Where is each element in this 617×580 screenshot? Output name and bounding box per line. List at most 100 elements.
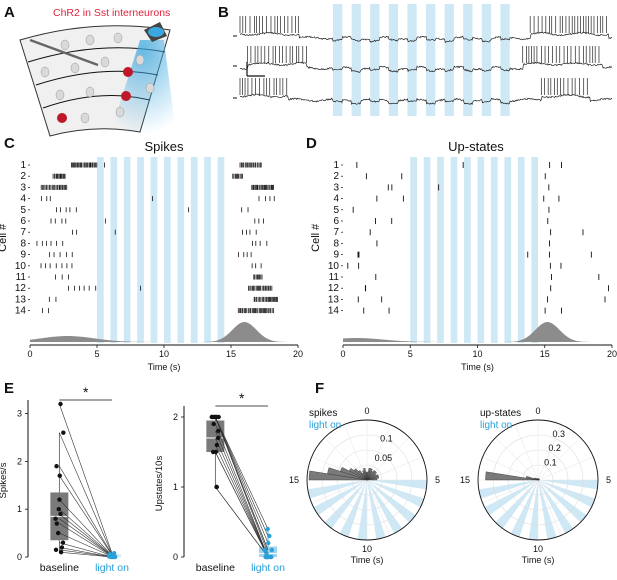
radial-tick-label: 0.1 — [380, 434, 393, 444]
cell-label: 7 — [333, 227, 339, 238]
cell-label: 13 — [328, 294, 340, 305]
x-tick-label: 20 — [607, 349, 617, 359]
light-on-point — [269, 555, 273, 559]
x-category-baseline: baseline — [40, 562, 79, 574]
y-tick-label: 2 — [173, 412, 178, 422]
baseline-point — [58, 402, 62, 406]
cell-label: 2 — [20, 171, 26, 182]
baseline-point — [54, 464, 58, 468]
cell-label: 10 — [328, 261, 340, 272]
cell-label: 3 — [333, 182, 339, 193]
cell-label: 2 — [333, 171, 339, 182]
paired-line — [215, 431, 268, 557]
baseline-point — [216, 429, 220, 433]
x-tick-label: 20 — [293, 349, 303, 359]
light-pulse — [464, 157, 471, 343]
cell-label: 10 — [15, 261, 27, 272]
theta-tick-label: 15 — [289, 475, 299, 485]
light-pulse — [370, 4, 379, 116]
cell-label: 6 — [333, 216, 339, 227]
cell-label: 9 — [20, 250, 26, 261]
baseline-point — [59, 550, 63, 554]
cell-label: 11 — [16, 272, 27, 283]
light-pulse — [177, 157, 184, 343]
cell-label: 3 — [20, 182, 26, 193]
cell-label: 6 — [20, 216, 26, 227]
light-pulse — [518, 157, 525, 343]
baseline-point — [53, 517, 57, 521]
x-tick-label: 10 — [159, 349, 169, 359]
light-pulse — [451, 157, 458, 343]
baseline-point — [56, 531, 60, 535]
light-on-point — [265, 527, 269, 531]
cell-label: 1 — [20, 160, 26, 171]
theta-tick-label: 0 — [364, 406, 369, 416]
light-pulse — [482, 4, 491, 116]
cell-label: 12 — [15, 283, 27, 294]
paired-line — [215, 417, 268, 543]
baseline-point — [54, 548, 58, 552]
legend-label: up-states — [480, 408, 521, 419]
panel-letter-a: A — [4, 4, 15, 21]
cell-label: 7 — [20, 227, 26, 238]
panel-letter-c: C — [4, 135, 15, 152]
theta-tick-label: 5 — [606, 475, 611, 485]
paired-line — [215, 417, 268, 554]
baseline-point — [58, 474, 62, 478]
significance-star: * — [83, 384, 89, 400]
light-on-point — [264, 555, 268, 559]
theta-axis-label: Time (s) — [522, 555, 555, 565]
cell-label: 5 — [20, 205, 26, 216]
cell-label: 14 — [328, 306, 340, 317]
legend-label-light: light on — [480, 420, 512, 431]
baseline-point — [58, 512, 62, 516]
panel-letter-b: B — [218, 4, 229, 21]
baseline-point — [214, 450, 218, 454]
light-pulse — [124, 157, 131, 343]
light-pulse — [352, 4, 361, 116]
radial-tick-label: 0.2 — [548, 443, 561, 453]
y-axis-label: Spikes/s — [0, 462, 9, 498]
baseline-point — [61, 430, 65, 434]
baseline-point — [55, 521, 59, 525]
light-pulse — [137, 157, 144, 343]
light-pulse — [478, 157, 485, 343]
paired-line — [59, 550, 112, 557]
y-axis-label: Cell # — [310, 223, 322, 252]
x-tick-label: 15 — [540, 349, 550, 359]
light-pulse — [531, 157, 538, 343]
significance-star: * — [239, 390, 245, 406]
y-tick-label: 3 — [17, 409, 22, 419]
theta-tick-label: 10 — [533, 544, 543, 554]
light-pulse — [164, 157, 171, 343]
baseline-point — [57, 497, 61, 501]
paired-line — [215, 424, 268, 557]
cell-label: 4 — [333, 194, 339, 205]
paired-line — [215, 417, 268, 529]
light-on-point — [270, 548, 274, 552]
legend-label-light: light on — [309, 420, 341, 431]
x-tick-label: 0 — [340, 349, 345, 359]
light-pulse — [445, 4, 454, 116]
baseline-point — [210, 415, 214, 419]
light-on-point — [111, 555, 115, 559]
x-tick-label: 5 — [94, 349, 99, 359]
paired-line — [215, 417, 268, 536]
baseline-point — [216, 415, 220, 419]
y-tick-label: 1 — [173, 482, 178, 492]
light-pulse — [191, 157, 198, 343]
polar-grid-spoke — [496, 438, 538, 480]
cell-label: 1 — [333, 160, 339, 171]
theta-axis-label: Time (s) — [351, 555, 384, 565]
cell-label: 12 — [328, 283, 340, 294]
panel-d-title: Up-states — [448, 139, 504, 154]
radial-tick-label: 0.1 — [544, 458, 557, 468]
light-on-point — [266, 541, 270, 545]
x-tick-label: 10 — [472, 349, 482, 359]
light-pulse — [437, 157, 444, 343]
x-category-light-on: light on — [251, 562, 285, 574]
baseline-point — [60, 545, 64, 549]
baseline-point — [211, 422, 215, 426]
cell-label: 13 — [15, 294, 27, 305]
